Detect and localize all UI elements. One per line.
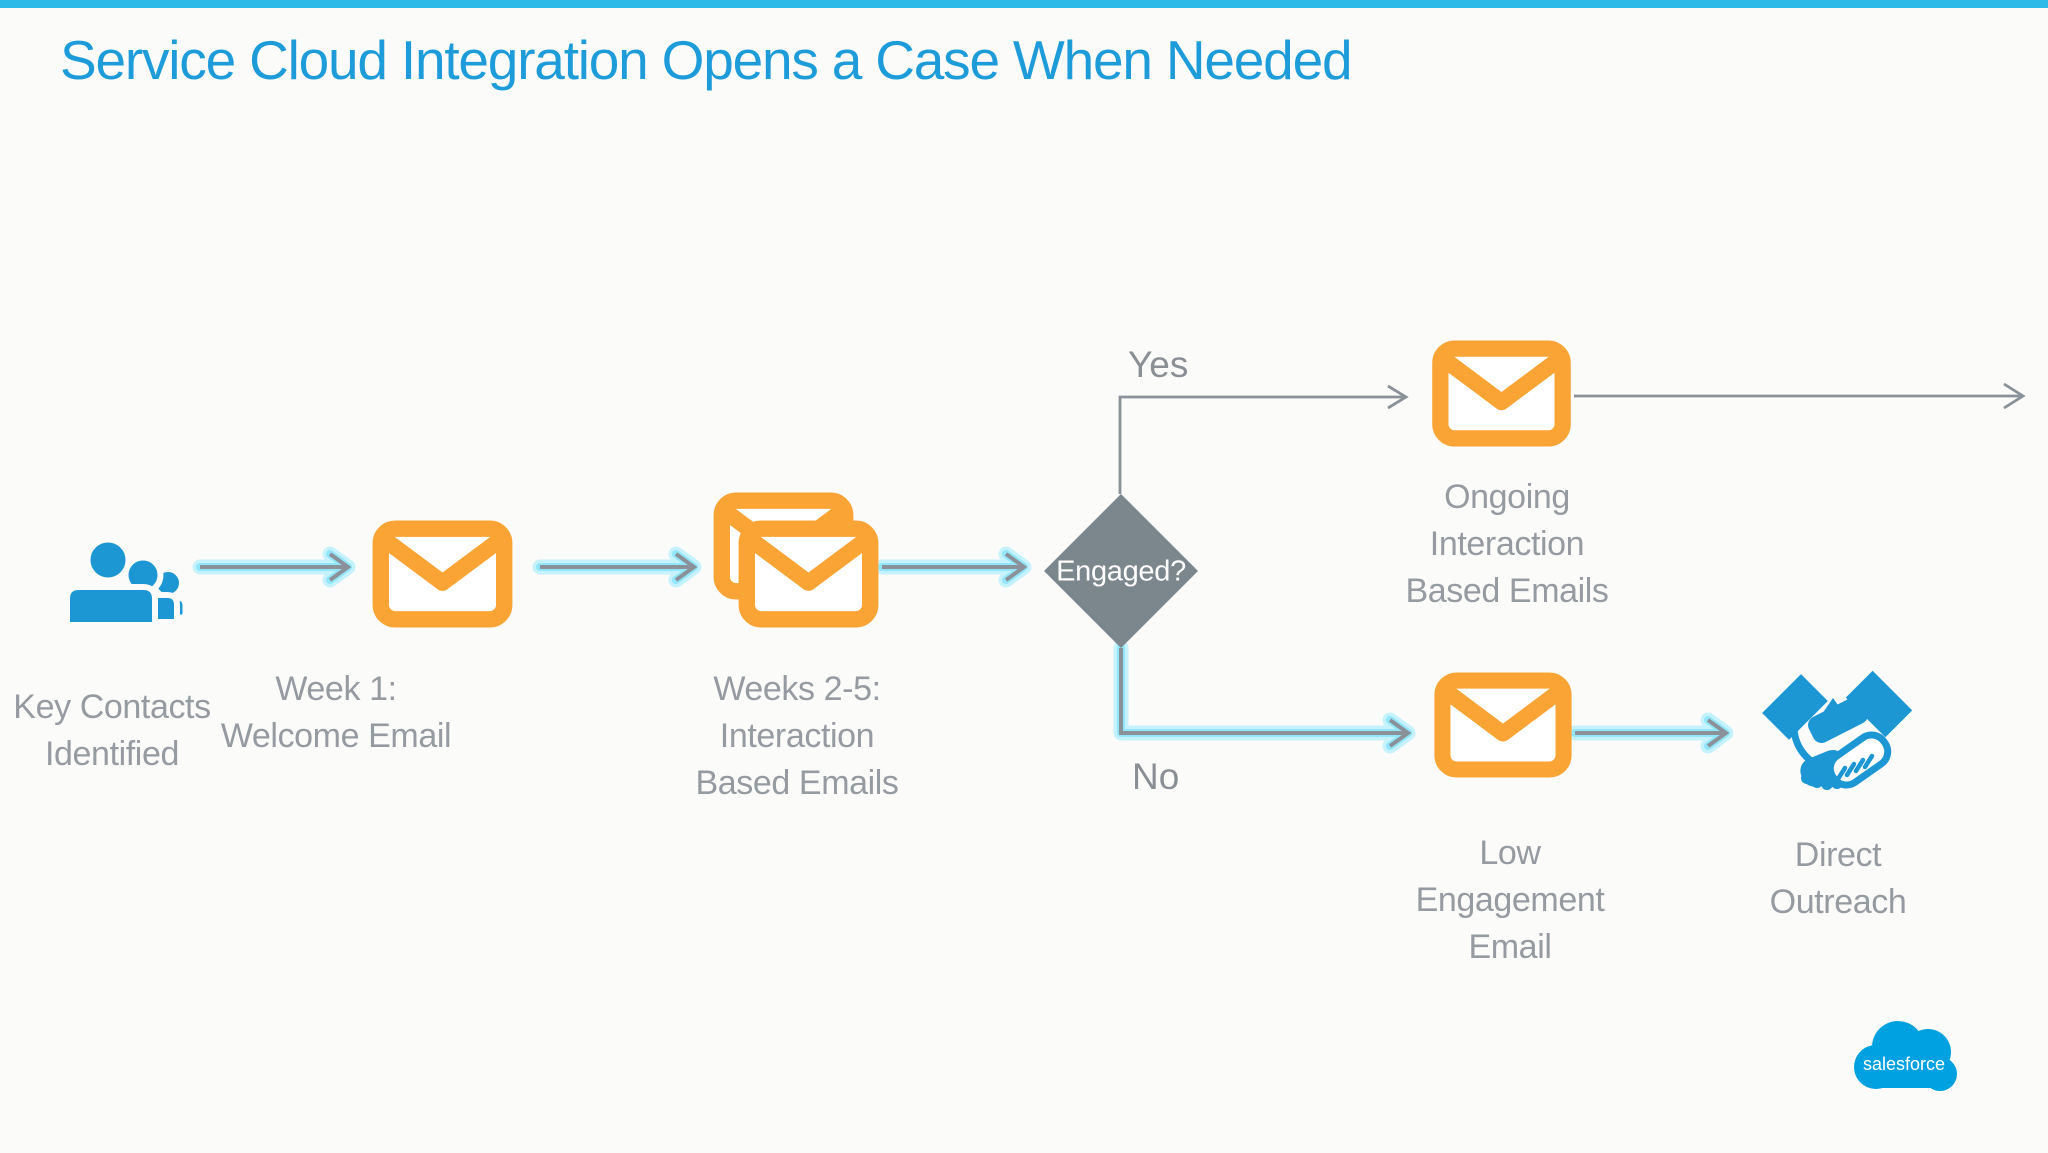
handshake-right-sleeve [1845,670,1913,738]
arrow-no-branch [1121,648,1408,746]
arrow-keycontacts-to-week1 [200,554,348,580]
handshake-finger-ridges [1835,753,1875,782]
accent-bar [0,0,2048,8]
arrow-low-to-direct [1575,720,1726,746]
yes-branch-label: Yes [1128,344,1189,385]
no-branch-label: No [1132,756,1180,797]
envelope-icon-week1 [381,529,504,620]
weeks25-label: Weeks 2-5: Interaction Based Emails [695,670,899,802]
envelope-front [747,529,870,620]
arrow-yes-branch [1118,384,1409,494]
person-large [64,536,158,628]
arrow-week1-to-weeks25 [540,554,694,580]
envelope-icon-low [1442,681,1563,770]
people-group-icon [64,536,188,628]
handshake-left-sleeve [1762,674,1828,740]
direct-outreach-label: Direct Outreach [1769,836,1907,921]
handshake-icon [1762,670,1913,790]
slide-title: Service Cloud Integration Opens a Case W… [60,29,1353,91]
week1-label: Week 1: Welcome Email [220,670,452,755]
salesforce-cloud [1854,1021,1957,1091]
salesforce-logo: salesforce [1854,1021,1957,1091]
envelope-stack-icon [722,501,870,620]
handshake-right-hand [1826,731,1892,789]
decision-label: Engaged? [1056,555,1186,588]
decision-diamond [1044,494,1198,648]
key-contacts-label: Key Contacts Identified [13,688,211,773]
arrow-ongoing-continues [1574,382,2026,410]
arrow-weeks25-to-decision [882,554,1024,580]
handshake-right-arm [1808,697,1868,743]
handshake-wrist-line [1790,726,1815,765]
ongoing-label: Ongoing Interaction Based Emails [1405,478,1609,610]
envelope-icon-ongoing [1440,349,1562,439]
salesforce-logo-text: salesforce [1863,1054,1945,1074]
low-engagement-label: Low Engagement Email [1415,834,1605,966]
